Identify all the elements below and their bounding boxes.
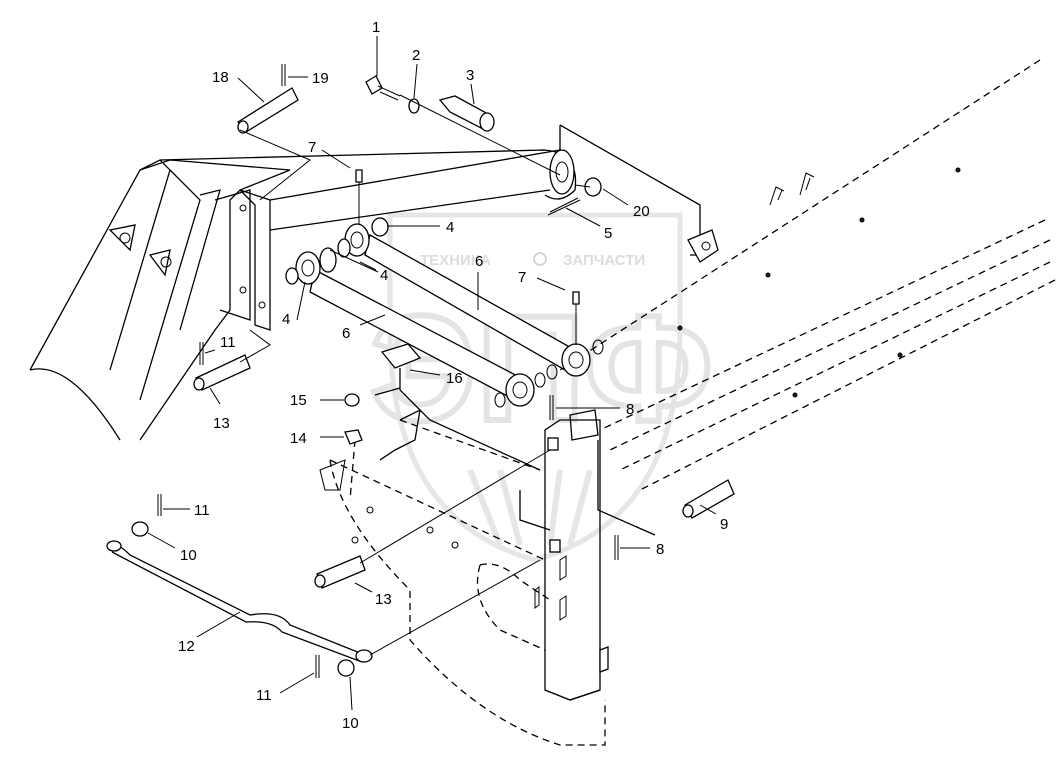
main-frame bbox=[29, 124, 719, 441]
callout-4-right: 4 bbox=[446, 219, 454, 236]
part-20-washer bbox=[574, 177, 602, 197]
part-7-grease-fittings bbox=[355, 169, 580, 345]
callout-12: 12 bbox=[178, 638, 195, 655]
watermark-brand-right: ЗАПЧАСТИ bbox=[563, 252, 645, 269]
gear-icon bbox=[533, 252, 547, 266]
callout-11-middle: 11 bbox=[194, 502, 210, 519]
callout-7-left: 7 bbox=[308, 139, 316, 156]
callout-1: 1 bbox=[372, 19, 380, 36]
callout-14: 14 bbox=[290, 430, 307, 447]
watermark-letters: ЭПФ bbox=[370, 284, 713, 452]
leader-lines bbox=[147, 36, 717, 711]
callout-10-bottom: 10 bbox=[342, 715, 359, 732]
part-12-tie-rod bbox=[106, 540, 541, 663]
callout-13-upper: 13 bbox=[213, 415, 230, 432]
part-13-pins bbox=[193, 329, 551, 589]
callout-18: 18 bbox=[212, 69, 229, 86]
callouts: 1 2 3 4 4 4 5 6 6 7 7 8 8 9 10 10 11 11 … bbox=[178, 19, 728, 732]
watermark-brand-left: ТЕХНИКА bbox=[420, 252, 491, 269]
callout-15: 15 bbox=[290, 392, 307, 409]
callout-16: 16 bbox=[446, 370, 463, 387]
part-2-washer bbox=[408, 98, 420, 114]
callout-3: 3 bbox=[466, 67, 474, 84]
callout-11-upper: 11 bbox=[220, 334, 236, 351]
callout-9: 9 bbox=[720, 516, 728, 533]
part-1-bolt bbox=[365, 75, 401, 101]
part-3-pin bbox=[399, 94, 561, 176]
part-18-pin bbox=[237, 87, 311, 201]
callout-6-lower: 6 bbox=[342, 325, 350, 342]
part-16-pad bbox=[374, 343, 422, 461]
callout-20: 20 bbox=[633, 203, 650, 220]
part-8-pins bbox=[549, 395, 619, 560]
bushings bbox=[285, 217, 604, 408]
callout-13-lower: 13 bbox=[375, 591, 392, 608]
watermark: ЭПФ ТЕХНИКА ЗАПЧАСТИ bbox=[367, 212, 716, 563]
callout-2: 2 bbox=[412, 47, 420, 64]
callout-5: 5 bbox=[604, 225, 612, 242]
part-5-spring-pin bbox=[547, 197, 581, 216]
part-9-pin bbox=[682, 479, 735, 519]
callout-10-left: 10 bbox=[180, 547, 197, 564]
part-14-nut bbox=[344, 429, 363, 445]
callout-6-upper: 6 bbox=[475, 253, 483, 270]
callout-8-lower: 8 bbox=[656, 541, 664, 558]
callout-11-bottom: 11 bbox=[256, 687, 272, 704]
lower-support bbox=[319, 409, 656, 746]
part-15-washer bbox=[344, 393, 360, 407]
part-10-washers bbox=[131, 521, 355, 677]
part-19-cotter bbox=[281, 64, 286, 86]
callout-8-upper: 8 bbox=[626, 401, 634, 418]
callout-7-right: 7 bbox=[518, 269, 526, 286]
callout-19: 19 bbox=[312, 70, 329, 87]
callout-4-left: 4 bbox=[282, 311, 290, 328]
callout-4-middle: 4 bbox=[380, 267, 388, 284]
part-11-pins bbox=[157, 342, 320, 678]
